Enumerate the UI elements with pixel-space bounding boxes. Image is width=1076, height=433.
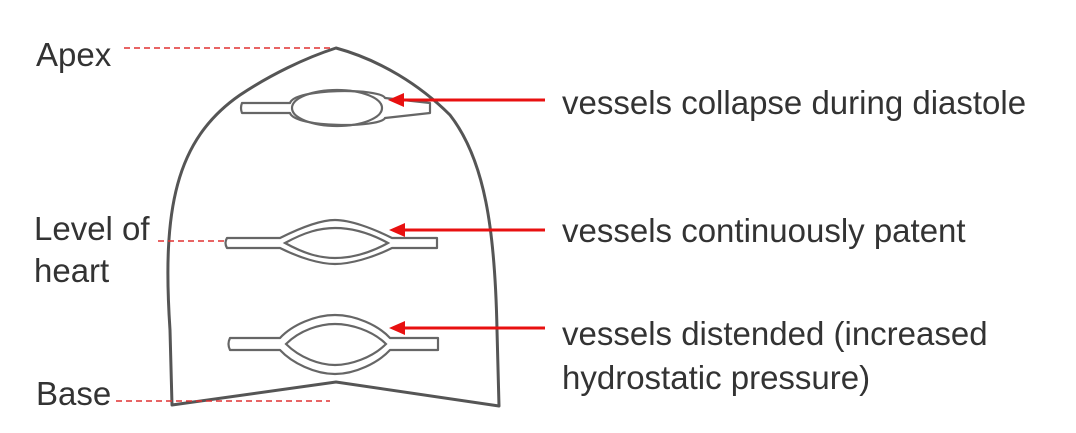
label-heart-line1: Level of [34,210,150,247]
lung-outline [166,46,501,408]
annotation-top: vessels collapse during diastole [562,84,1026,121]
arrow-bottom [389,321,545,335]
label-apex: Apex [36,36,112,73]
arrow-middle [389,223,545,237]
annotation-bottom-line2: hydrostatic pressure) [562,359,870,396]
collapsed-vessel [239,88,432,128]
annotation-middle: vessels continuously patent [562,212,966,249]
distended-vessel [227,313,440,376]
patent-vessel [224,218,439,266]
label-heart-line2: heart [34,252,109,289]
arrow-top [388,93,545,107]
label-base: Base [36,375,111,412]
annotation-bottom-line1: vessels distended (increased [562,315,988,352]
